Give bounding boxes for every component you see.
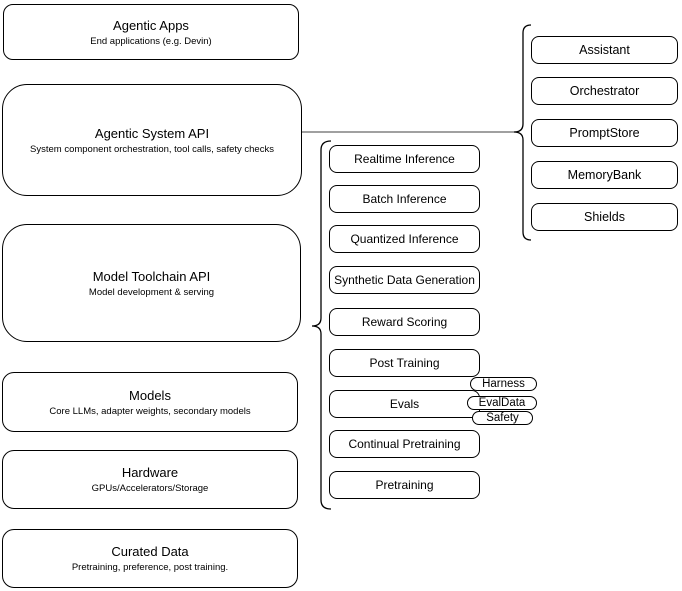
node-title: Agentic System API <box>94 125 210 141</box>
node-post-training: Post Training <box>329 349 480 377</box>
node-model-toolchain-api: Model Toolchain API Model development & … <box>2 224 301 342</box>
node-realtime-inference: Realtime Inference <box>329 145 480 173</box>
node-promptstore: PromptStore <box>531 119 678 147</box>
node-subtitle: Model development & serving <box>88 286 215 298</box>
node-title: Model Toolchain API <box>92 268 211 284</box>
node-label: Synthetic Data Generation <box>334 273 475 287</box>
node-batch-inference: Batch Inference <box>329 185 480 213</box>
node-memorybank: MemoryBank <box>531 161 678 189</box>
node-subtitle: Pretraining, preference, post training. <box>71 562 229 573</box>
node-subtitle: End applications (e.g. Devin) <box>90 35 212 47</box>
right-brace <box>513 24 532 241</box>
node-subtitle: System component orchestration, tool cal… <box>30 143 274 155</box>
node-label: Reward Scoring <box>361 315 448 329</box>
node-safety: Safety <box>472 411 533 425</box>
node-agentic-apps: Agentic Apps End applications (e.g. Devi… <box>3 4 299 60</box>
node-label: EvalData <box>478 396 526 409</box>
node-label: MemoryBank <box>567 168 642 182</box>
node-label: Realtime Inference <box>354 152 455 166</box>
node-subtitle: GPUs/Accelerators/Storage <box>91 483 209 494</box>
node-shields: Shields <box>531 203 678 231</box>
node-curated-data: Curated Data Pretraining, preference, po… <box>2 529 298 588</box>
node-label: Orchestrator <box>569 84 640 98</box>
node-label: Evals <box>389 397 420 411</box>
node-label: Shields <box>584 210 625 224</box>
node-continual-pretraining: Continual Pretraining <box>329 430 480 458</box>
node-evaldata: EvalData <box>467 396 537 410</box>
node-agentic-system-api: Agentic System API System component orch… <box>2 84 302 196</box>
node-assistant: Assistant <box>531 36 678 64</box>
node-pretraining: Pretraining <box>329 471 480 499</box>
node-quantized-inference: Quantized Inference <box>329 225 480 253</box>
node-title: Agentic Apps <box>113 17 189 33</box>
node-hardware: Hardware GPUs/Accelerators/Storage <box>2 450 298 509</box>
node-title: Hardware <box>121 465 179 480</box>
node-subtitle: Core LLMs, adapter weights, secondary mo… <box>49 405 251 417</box>
node-models: Models Core LLMs, adapter weights, secon… <box>2 372 298 432</box>
node-label: Pretraining <box>375 478 434 492</box>
node-title: Curated Data <box>111 544 189 559</box>
node-label: Assistant <box>579 43 630 57</box>
node-reward-scoring: Reward Scoring <box>329 308 480 336</box>
node-synthetic-data-generation: Synthetic Data Generation <box>329 266 480 294</box>
node-label: Harness <box>482 377 525 390</box>
node-title: Models <box>129 387 171 403</box>
node-label: Quantized Inference <box>350 232 459 246</box>
node-label: Continual Pretraining <box>348 437 461 451</box>
node-orchestrator: Orchestrator <box>531 77 678 105</box>
node-label: Post Training <box>369 356 440 370</box>
node-harness: Harness <box>470 377 537 391</box>
node-evals: Evals <box>329 390 480 418</box>
node-label: Safety <box>486 411 519 424</box>
node-label: PromptStore <box>569 126 640 140</box>
node-label: Batch Inference <box>362 192 447 206</box>
